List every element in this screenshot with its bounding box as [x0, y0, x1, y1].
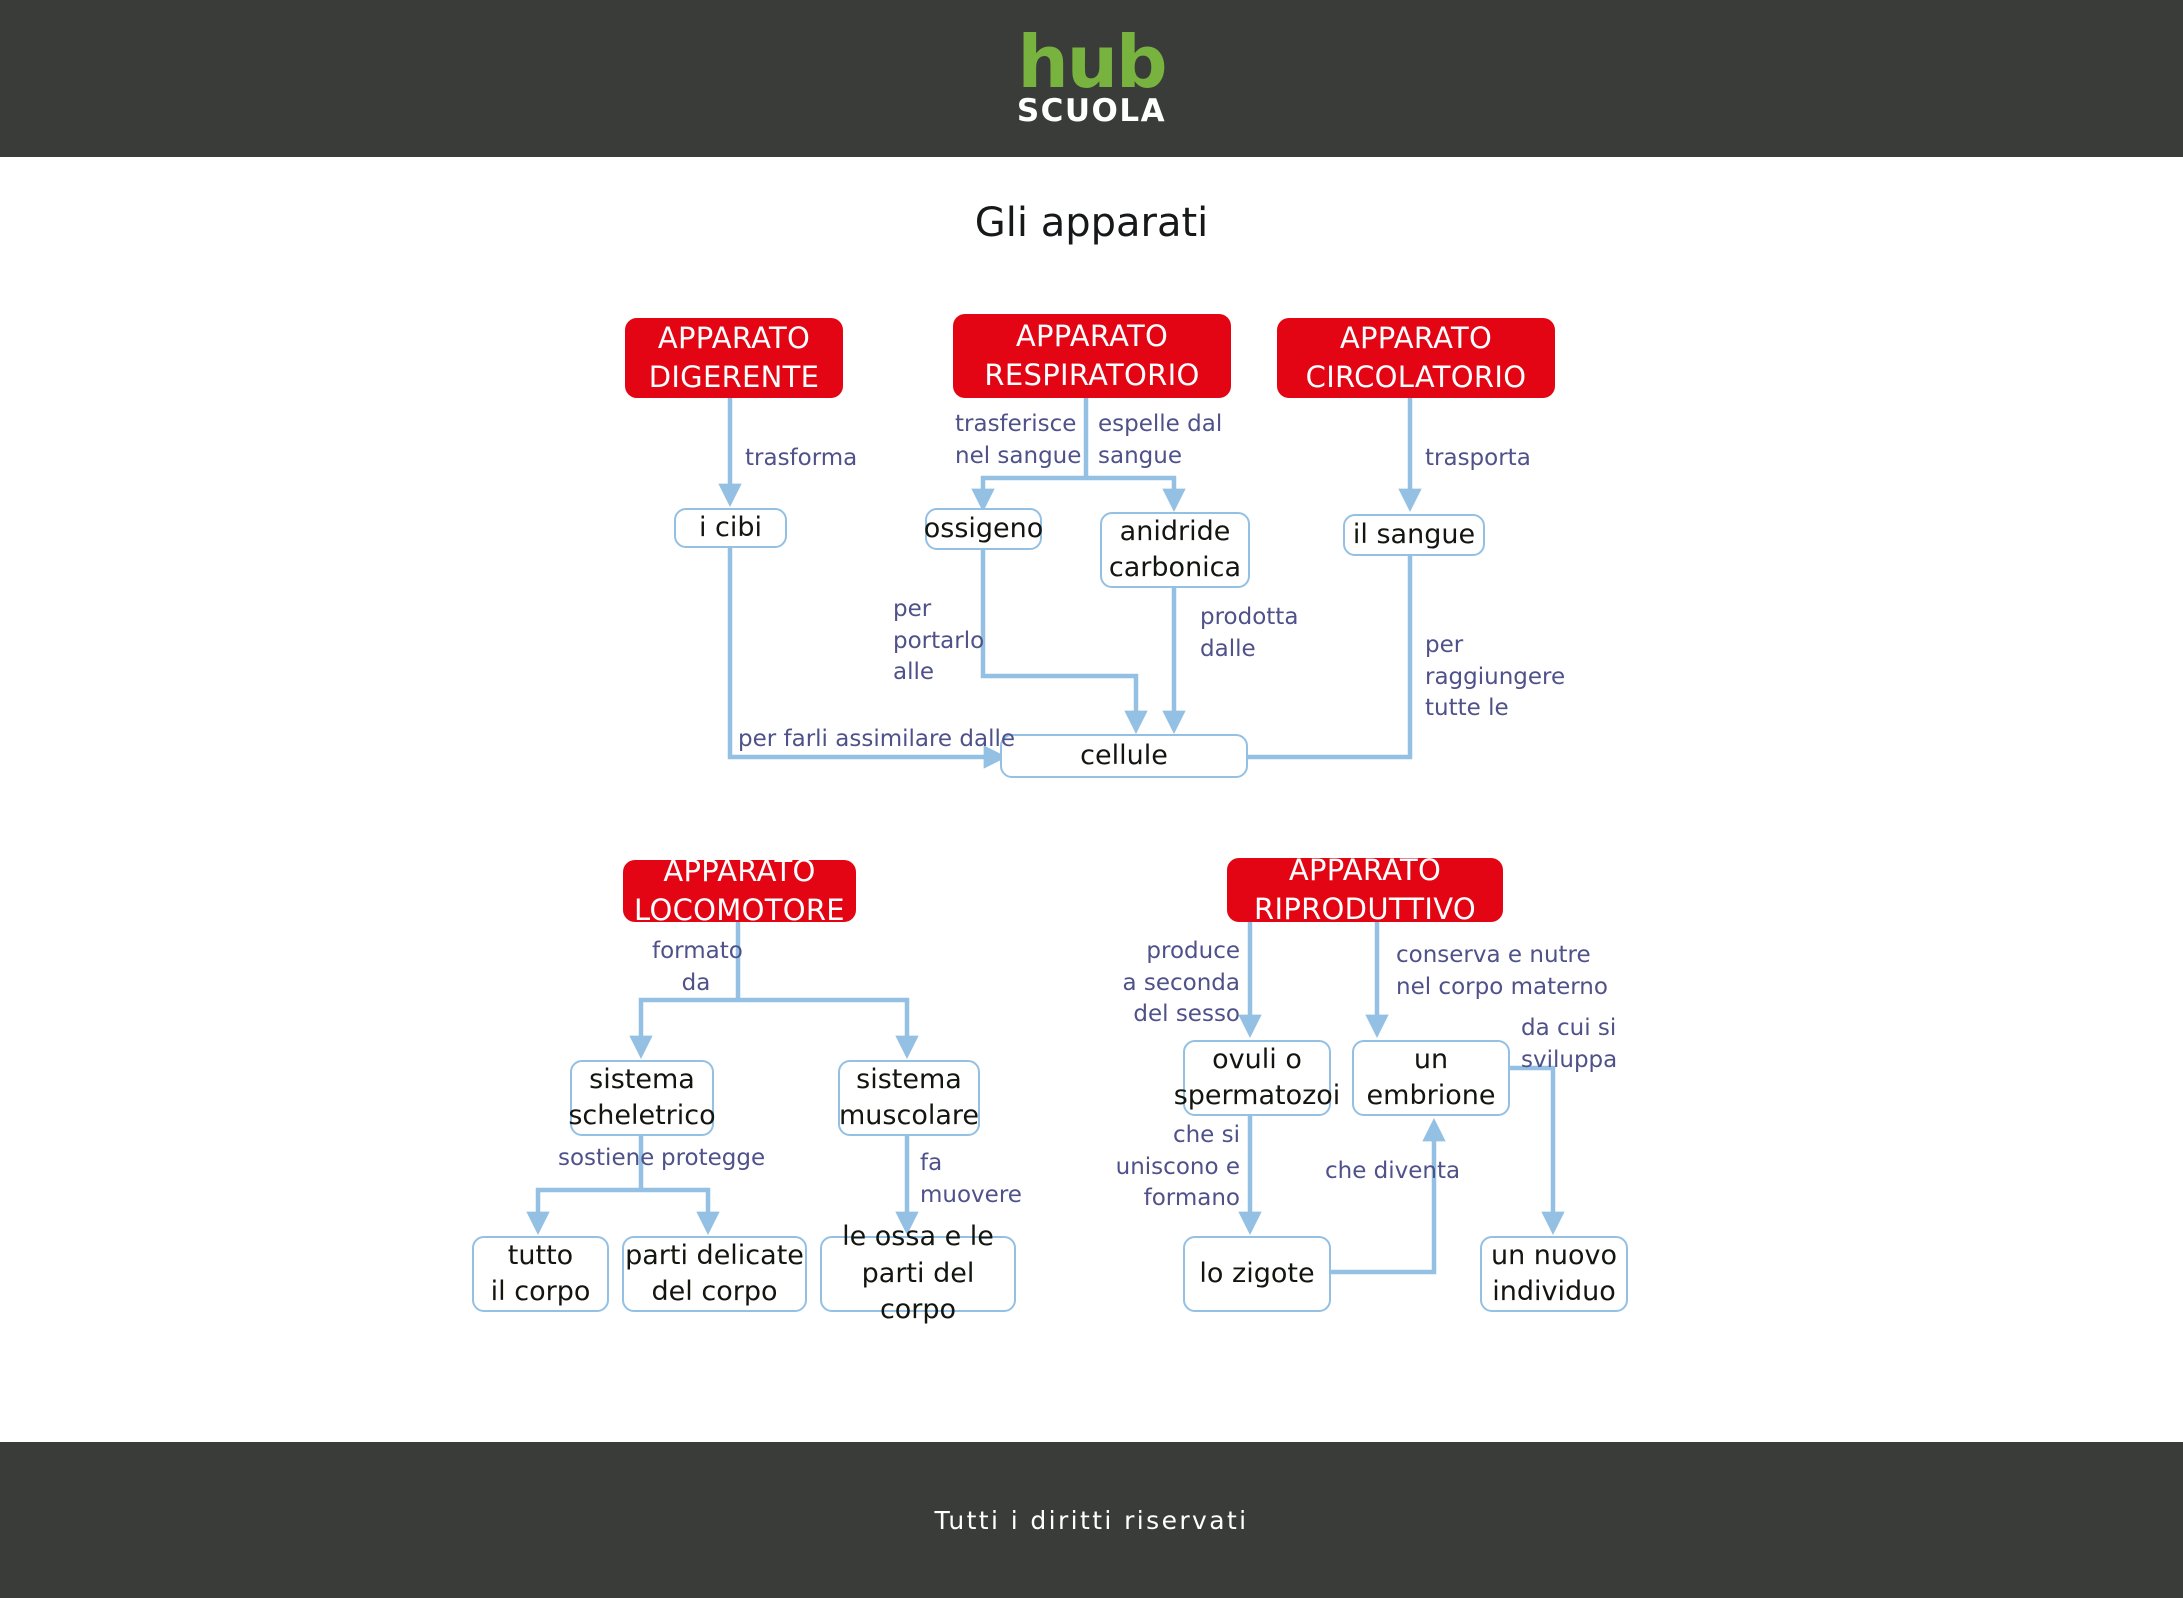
edge-respiratorio-anidride — [1086, 475, 1186, 513]
page-title: Gli apparati — [974, 200, 1209, 246]
edge-locomotore-muscolare — [738, 997, 919, 1060]
edge-label-trasforma: trasforma — [745, 445, 858, 471]
node-line-1: parti delicate — [625, 1239, 804, 1271]
edge-scheletrico-parti — [641, 1187, 720, 1236]
edge-label-per-raggiungere-tutte-le: per raggiungere tutte le — [1425, 632, 1566, 722]
node-line-2: RESPIRATORIO — [984, 358, 1200, 392]
node-apparato-digerente[interactable]: APPARATO DIGERENTE — [625, 318, 843, 398]
edge-label-trasferisce-nel-sangue: trasferisce nel sangue — [955, 411, 1082, 469]
node-cellule[interactable]: cellule — [1000, 734, 1248, 778]
node-ossigeno[interactable]: ossigeno — [923, 508, 1044, 550]
node-apparato-riproduttivo[interactable]: APPARATO RIPRODUTTIVO — [1227, 853, 1503, 926]
edge-zigote-embrione — [1330, 1117, 1446, 1275]
node-un-embrione[interactable]: un embrione — [1352, 1040, 1510, 1116]
edge-label-produce-a-seconda-del-sesso: produce a seconda del sesso — [1122, 938, 1240, 1028]
node-line-1: i cibi — [698, 511, 763, 543]
node-un-nuovo-individuo[interactable]: un nuovo individuo — [1480, 1236, 1628, 1312]
node-i-cibi[interactable]: i cibi — [674, 508, 787, 548]
node-line-2: parti del corpo — [861, 1257, 975, 1326]
node-line-1: il sangue — [1352, 518, 1476, 550]
edge-label-che-diventa: che diventa — [1325, 1158, 1461, 1184]
site-footer: Tutti i diritti riservati — [0, 1442, 2183, 1598]
copyright-text: Tutti i diritti riservati — [934, 1505, 1249, 1535]
node-line-2: CIRCOLATORIO — [1305, 360, 1527, 394]
node-line-1: anidride — [1119, 515, 1231, 547]
node-line-1: APPARATO — [657, 320, 811, 355]
edge-label-formato-da: formato da — [652, 938, 743, 996]
edge-scheletrico-tutto — [526, 1187, 641, 1236]
logo-scuola-text: SCUOLA — [1016, 93, 1167, 130]
node-line-1: APPARATO — [663, 853, 816, 888]
site-header: hub SCUOLA — [0, 0, 2183, 157]
edge-label-da-cui-si-sviluppa: da cui si sviluppa — [1521, 1015, 1618, 1073]
node-line-2: spermatozoi — [1173, 1080, 1341, 1111]
node-line-1: APPARATO — [1015, 318, 1169, 353]
node-anidride-carbonica[interactable]: anidride carbonica — [1100, 512, 1250, 588]
node-line-1: un nuovo — [1490, 1239, 1618, 1271]
node-line-1: ovuli o — [1212, 1043, 1302, 1075]
node-line-1: tutto — [507, 1239, 574, 1271]
node-il-sangue[interactable]: il sangue — [1343, 514, 1485, 556]
node-line-1: lo zigote — [1199, 1257, 1315, 1289]
node-line-1: sistema — [856, 1063, 962, 1095]
node-apparato-circolatorio[interactable]: APPARATO CIRCOLATORIO — [1277, 318, 1555, 398]
edge-label-che-si-uniscono-e-formano: che si uniscono e formano — [1115, 1122, 1240, 1212]
edge-label-prodotta-dalle: prodotta dalle — [1200, 604, 1299, 662]
node-line-2: del corpo — [651, 1276, 778, 1307]
node-line-2: LOCOMOTORE — [634, 893, 845, 927]
node-line-1: APPARATO — [1339, 320, 1493, 355]
node-lo-zigote[interactable]: lo zigote — [1183, 1236, 1331, 1312]
edge-respiratorio-ossigeno — [971, 475, 1086, 513]
node-line-1: un embrione — [1366, 1043, 1496, 1111]
hub-scuola-logo[interactable]: hub SCUOLA — [0, 0, 2183, 157]
node-sistema-muscolare[interactable]: sistema muscolare — [838, 1060, 980, 1136]
node-line-1: sistema — [589, 1063, 695, 1095]
node-line-1: APPARATO — [1288, 852, 1442, 887]
node-line-2: scheletrico — [568, 1100, 716, 1131]
node-line-2: carbonica — [1108, 552, 1242, 583]
node-line-2: individuo — [1492, 1276, 1616, 1307]
edge-locomotore-scheletrico — [629, 997, 738, 1060]
node-parti-delicate-del-corpo[interactable]: parti delicate del corpo — [622, 1236, 807, 1312]
edge-label-fa-muovere: fa muovere — [920, 1150, 1022, 1208]
edge-label-conserva-e-nutre: conserva e nutre nel corpo materno — [1396, 942, 1608, 1000]
edge-label-per-portarlo-alle: per portarlo alle — [893, 596, 985, 686]
node-line-2: il corpo — [490, 1276, 591, 1307]
edge-label-per-farli-assimilare-dalle: per farli assimilare dalle — [738, 726, 1016, 752]
node-line-2: muscolare — [839, 1100, 980, 1131]
node-line-2: RIPRODUTTIVO — [1254, 892, 1476, 926]
node-apparato-locomotore[interactable]: APPARATO LOCOMOTORE — [623, 854, 856, 927]
node-line-2: DIGERENTE — [648, 360, 820, 394]
node-ovuli-o-spermatozoi[interactable]: ovuli o spermatozoi — [1174, 1040, 1340, 1116]
node-line-1: cellule — [1080, 739, 1168, 771]
edge-label-sostiene: sostiene — [558, 1145, 655, 1171]
node-apparato-respiratorio[interactable]: APPARATO RESPIRATORIO — [953, 314, 1231, 398]
edge-label-espelle-dal-sangue: espelle dal sangue — [1098, 411, 1223, 469]
edge-label-protegge: protegge — [661, 1145, 766, 1171]
node-sistema-scheletrico[interactable]: sistema scheletrico — [568, 1060, 716, 1136]
logo-hub-text: hub — [1017, 19, 1167, 104]
node-line-1: ossigeno — [923, 512, 1044, 544]
node-le-ossa-e-le-parti-del-corpo[interactable]: le ossa e le parti del corpo — [820, 1221, 1016, 1325]
node-tutto-il-corpo[interactable]: tutto il corpo — [472, 1236, 609, 1312]
node-line-1: le ossa e le — [842, 1221, 994, 1253]
edge-label-trasporta: trasporta — [1425, 445, 1531, 471]
